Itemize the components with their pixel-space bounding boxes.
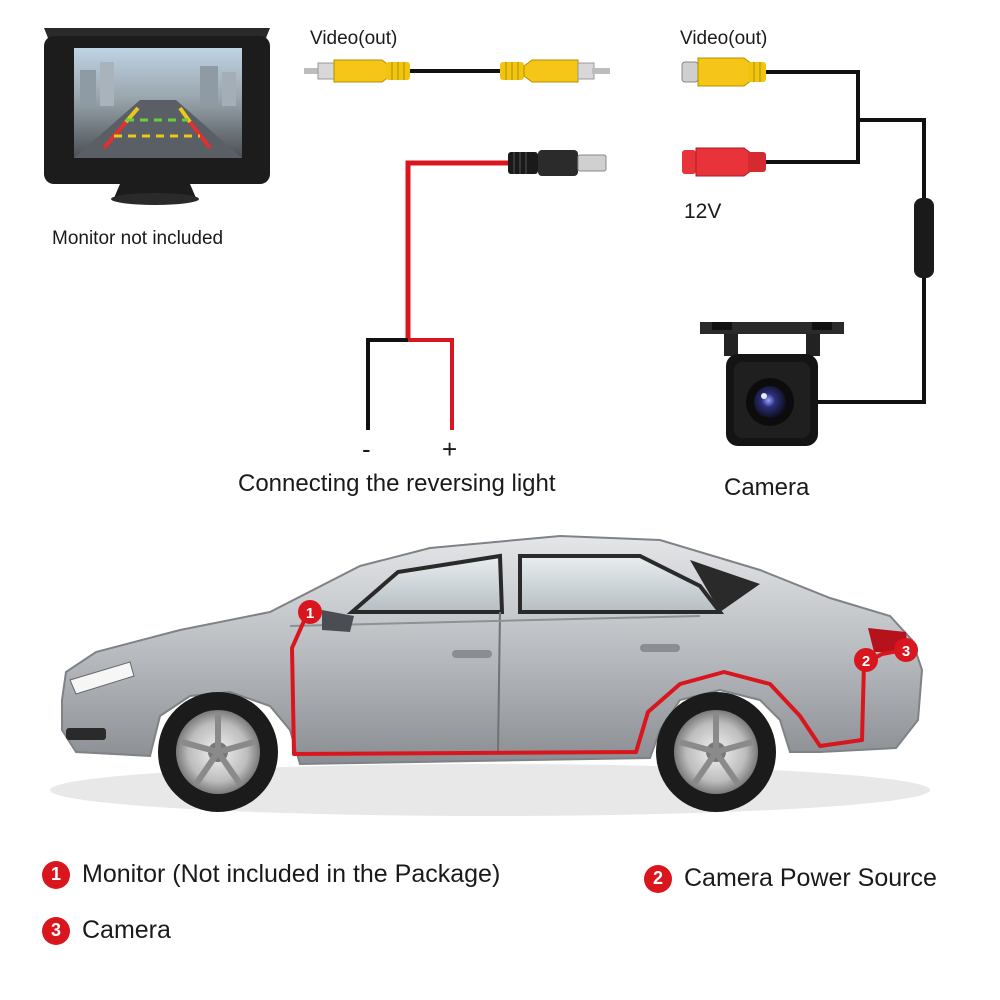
car-marker-2: 2 bbox=[854, 648, 878, 672]
reverse-plus-label: + bbox=[442, 434, 458, 464]
legend-badge: 2 bbox=[644, 864, 672, 893]
car-marker-1: 1 bbox=[298, 600, 322, 624]
legend-text: Camera bbox=[82, 916, 171, 944]
monitor-icon bbox=[44, 28, 270, 205]
rca-cable-icon bbox=[304, 59, 610, 83]
camera-caption: Camera bbox=[724, 474, 810, 501]
car-illustration bbox=[50, 534, 930, 816]
legend-badge: 3 bbox=[42, 916, 70, 945]
camera-icon bbox=[700, 322, 844, 446]
video-cable-label: Video(out) bbox=[310, 28, 398, 49]
svg-text:3: 3 bbox=[902, 643, 910, 660]
svg-text:1: 1 bbox=[306, 605, 314, 622]
legend-item-camera: 3 Camera bbox=[42, 916, 171, 945]
camera-video-label: Video(out) bbox=[680, 28, 768, 49]
legend-text: Monitor (Not included in the Package) bbox=[82, 860, 501, 888]
reverse-caption: Connecting the reversing light bbox=[238, 470, 556, 497]
car-marker-3: 3 bbox=[894, 638, 918, 662]
legend-item-power: 2 Camera Power Source bbox=[644, 864, 937, 893]
dc-power-plug-icon bbox=[366, 150, 607, 430]
svg-text:2: 2 bbox=[862, 653, 870, 670]
camera-harness-icon bbox=[681, 57, 934, 404]
reverse-minus-label: - bbox=[362, 434, 371, 464]
camera-power-label: 12V bbox=[684, 200, 722, 223]
monitor-note-label: Monitor not included bbox=[52, 228, 224, 249]
legend-badge: 1 bbox=[42, 860, 70, 889]
legend-text: Camera Power Source bbox=[684, 864, 937, 892]
wiring-route bbox=[290, 611, 905, 756]
legend-item-monitor: 1 Monitor (Not included in the Package) bbox=[42, 860, 500, 889]
